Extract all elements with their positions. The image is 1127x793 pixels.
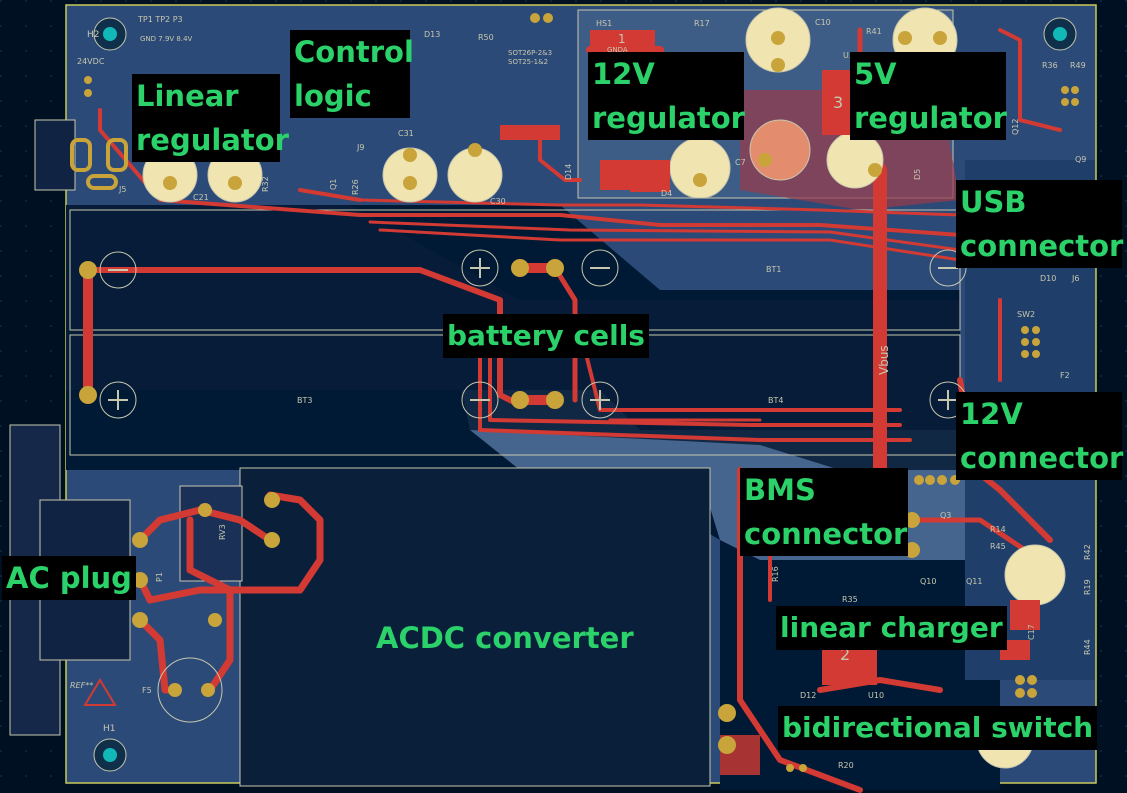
label-control-logic-text: Control logic	[294, 35, 414, 113]
silk-bt4: BT4	[768, 396, 783, 405]
silk-tp: TP1 TP2 P3	[137, 15, 183, 24]
silk-r16: R16	[771, 566, 780, 582]
silk-d14: D14	[564, 164, 573, 180]
silk-d12: D12	[800, 691, 816, 700]
silk-r14: R14	[990, 525, 1006, 534]
silk-u10: U10	[868, 691, 884, 700]
label-ac-plug-text: AC plug	[6, 561, 132, 595]
label-battery-cells: battery cells	[443, 314, 649, 358]
silk-q12: Q12	[1011, 119, 1020, 135]
silk-bt1: BT1	[766, 265, 781, 274]
silk-c30: C30	[490, 197, 506, 206]
silk-sot2: SOT25-1&2	[508, 58, 548, 66]
silk-h1: H1	[103, 724, 116, 734]
silk-r50: R50	[478, 33, 494, 42]
label-usb-connector: USB connector	[956, 180, 1124, 268]
silk-f5: F5	[142, 686, 152, 695]
silk-sw2: SW2	[1017, 310, 1035, 319]
silk-f2: F2	[1060, 371, 1070, 380]
label-linear-charger: linear charger	[776, 606, 1007, 650]
silk-h2: H2	[87, 30, 100, 40]
label-bms-connector: BMS connector	[740, 468, 908, 556]
silk-d5: D5	[913, 169, 922, 180]
label-bidirectional-switch: bidirectional switch	[778, 706, 1098, 750]
label-linear-charger-text: linear charger	[780, 611, 1003, 644]
silk-c7: C7	[735, 158, 746, 167]
label-acdc-converter-text: ACDC converter	[376, 621, 634, 655]
label-usb-connector-text: USB connector	[960, 185, 1124, 263]
silk-r17: R17	[694, 19, 710, 28]
label-linear-regulator-text: Linear regulator	[136, 79, 289, 157]
silk-j5: J5	[118, 185, 126, 194]
silk-2: 2	[840, 645, 850, 664]
label-bidirectional-switch-text: bidirectional switch	[782, 711, 1094, 744]
silk-gnda: GNDA	[607, 46, 628, 54]
silk-r41: R41	[866, 27, 882, 36]
label-linear-regulator: Linear regulator	[132, 74, 289, 162]
silk-sot: SOT26P-2&3	[508, 49, 552, 57]
silk-q3: Q3	[940, 511, 951, 520]
silk-c10: C10	[815, 18, 831, 27]
silk-j9: J9	[356, 143, 364, 152]
label-12v-connector: 12V connector	[956, 392, 1124, 480]
silk-q10: Q10	[920, 577, 936, 586]
label-control-logic: Control logic	[290, 30, 414, 118]
label-12v-regulator-text: 12V regulator	[592, 57, 745, 135]
silk-tp-values: GND 7.9V 8.4V	[140, 35, 193, 43]
silk-r44: R44	[1083, 639, 1092, 655]
silk-q9: Q9	[1075, 155, 1086, 164]
label-bms-connector-text: BMS connector	[744, 473, 908, 551]
silk-r35: R35	[842, 595, 858, 604]
label-12v-connector-text: 12V connector	[960, 397, 1124, 475]
silk-hs1: HS1	[596, 19, 612, 28]
silk-r36: R36	[1042, 61, 1058, 70]
label-12v-regulator: 12V regulator	[588, 52, 745, 140]
silk-r42: R42	[1083, 544, 1092, 560]
silk-r45: R45	[990, 542, 1006, 551]
silk-r19: R19	[1083, 579, 1092, 595]
silk-q11: Q11	[966, 577, 982, 586]
silk-r32: R32	[261, 176, 270, 192]
silk-bt3: BT3	[297, 396, 312, 405]
silk-vbus: Vbus	[877, 345, 891, 375]
silk-c21: C21	[193, 193, 209, 202]
silk-d10: D10	[1040, 274, 1056, 283]
silk-3: 3	[833, 93, 843, 112]
label-acdc-converter: ACDC converter	[372, 616, 638, 660]
label-ac-plug: AC plug	[2, 556, 136, 600]
silk-d4: D4	[661, 189, 672, 198]
silk-1: 1	[618, 32, 626, 46]
label-5v-regulator-text: 5V regulator	[854, 57, 1007, 135]
silkscreen-text: H2 H1 TP1 TP2 P3 GND 7.9V 8.4V 24VDC J5 …	[70, 15, 1092, 770]
silk-rv3: RV3	[218, 524, 227, 540]
silk-r26: R26	[351, 179, 360, 195]
silk-c17: C17	[1027, 624, 1036, 640]
label-battery-cells-text: battery cells	[447, 319, 645, 352]
silk-r49: R49	[1070, 61, 1086, 70]
silk-p1: P1	[155, 572, 164, 582]
silk-r20: R20	[838, 761, 854, 770]
silk-j6: J6	[1071, 274, 1079, 283]
silk-24vdc: 24VDC	[77, 57, 105, 66]
silk-u3: U3	[843, 51, 854, 60]
silk-c31: C31	[398, 129, 414, 138]
silk-d13: D13	[424, 30, 440, 39]
label-5v-regulator: 5V regulator	[850, 52, 1007, 140]
silk-ref: REF**	[70, 681, 93, 690]
silk-q1: Q1	[329, 179, 338, 190]
